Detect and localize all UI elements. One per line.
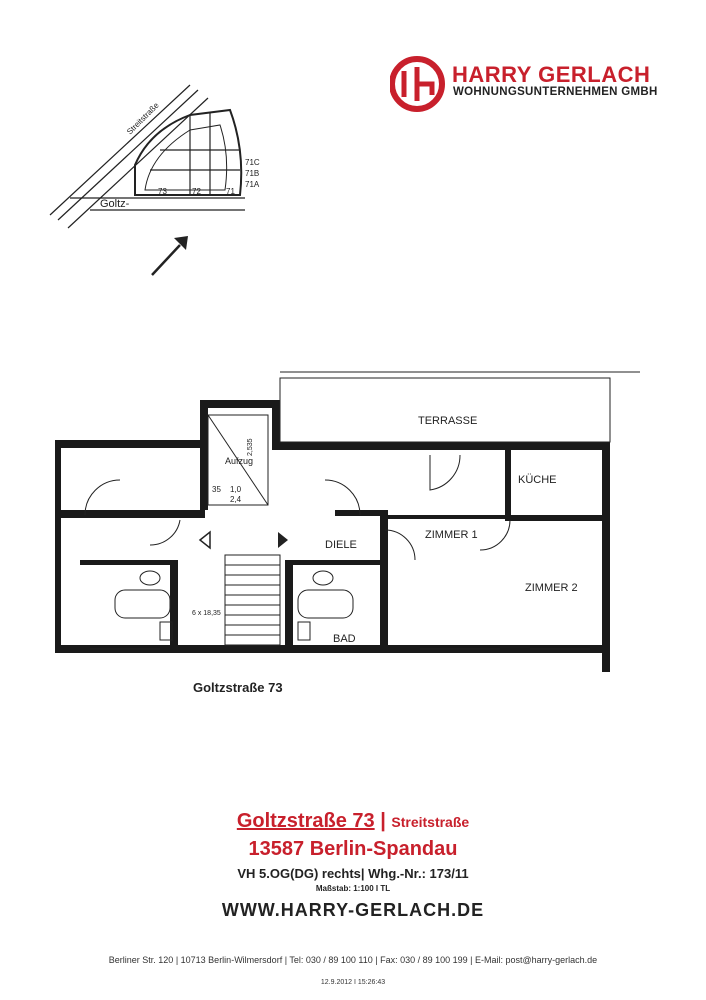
- footer-timestamp: 12.9.2012 I 15:26:43: [320, 979, 386, 986]
- sitemap-house-72: 72: [192, 187, 201, 196]
- sitemap-house-73: 73: [158, 187, 167, 196]
- site-map: Goltz- Streitstraße 71C 71B 71A 72 73 71: [49, 84, 260, 276]
- dimension-label-4: 2,4: [230, 495, 242, 504]
- dimension-label-1: 2,535: [247, 438, 254, 456]
- unit-info: VH 5.OG(DG) rechts| Whg.-Nr.: 173/11: [237, 866, 469, 881]
- address-line-1: Goltzstraße 73 | Streitstraße: [0, 810, 706, 833]
- dimension-label-3: 1,0: [230, 485, 242, 494]
- website-link[interactable]: WWW.HARRY-GERLACH.DE: [221, 900, 485, 920]
- sitemap-house-71c: 71C: [245, 158, 260, 167]
- address-cross-street: Streitstraße: [391, 814, 470, 830]
- brand-subtitle: WOHNUNGSUNTERNEHMEN GMBH: [453, 86, 658, 98]
- floor-plan: TERRASSE KÜCHE DIELE ZIMMER 1 ZIMMER 2 B…: [55, 371, 640, 695]
- sitemap-street-streit: Streitstraße: [125, 100, 161, 136]
- room-kueche: KÜCHE: [518, 474, 557, 486]
- room-bad: BAD: [333, 633, 356, 645]
- address-city: 13587 Berlin-Spandau: [248, 838, 458, 860]
- footer-contact: Berliner Str. 120 | 10713 Berlin-Wilmers…: [108, 955, 598, 965]
- room-zimmer-2: ZIMMER 2: [525, 582, 578, 594]
- company-logo: [390, 56, 445, 112]
- sitemap-house-71b: 71B: [245, 169, 259, 178]
- room-diele: DIELE: [325, 539, 357, 551]
- sitemap-house-71a: 71A: [245, 180, 260, 189]
- address-separator: |: [380, 810, 386, 832]
- north-arrow-head: [174, 236, 188, 250]
- sitemap-house-71: 71: [226, 187, 235, 196]
- room-terrasse: TERRASSE: [418, 415, 477, 427]
- scale-info: Maßstab: 1:100 I TL: [315, 884, 391, 893]
- room-aufzug: Aufzug: [225, 456, 253, 466]
- address-street: Goltzstraße 73: [236, 810, 375, 832]
- sitemap-street-goltz: Goltz-: [100, 198, 130, 210]
- brand-name: HARRY GERLACH: [452, 62, 651, 87]
- room-zimmer-1: ZIMMER 1: [425, 529, 478, 541]
- dimension-label-2: 35: [212, 485, 221, 494]
- stairs-label: 6 x 18,35: [192, 610, 221, 617]
- plan-street-caption: Goltzstraße 73: [193, 680, 283, 695]
